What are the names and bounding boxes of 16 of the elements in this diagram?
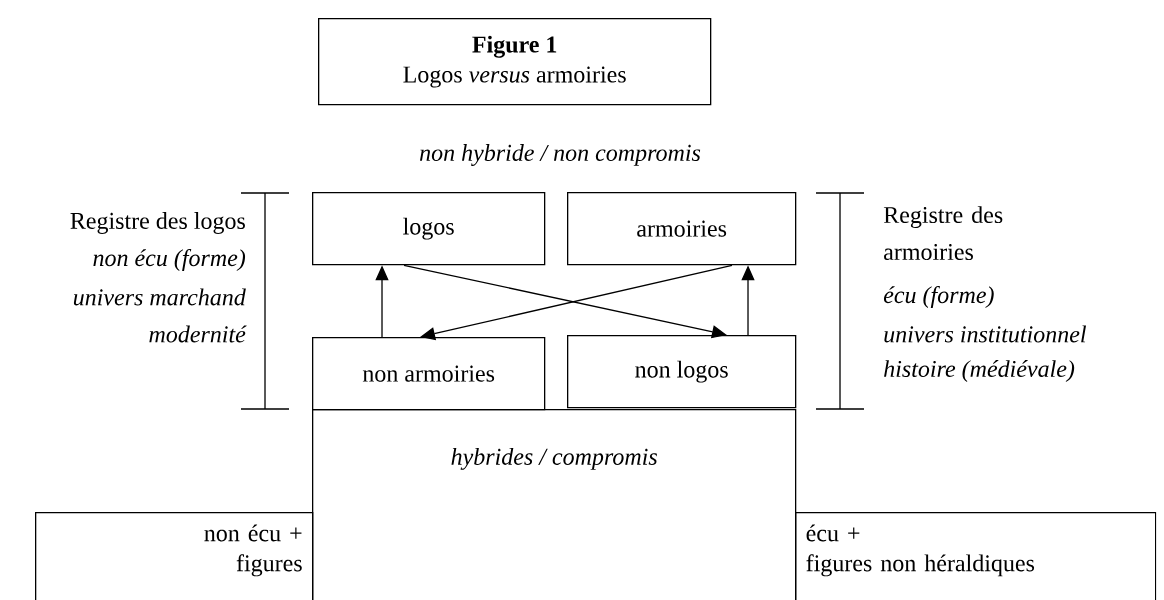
register-text: non écu (forme) bbox=[93, 249, 246, 271]
concept-box: non logos bbox=[567, 335, 797, 409]
category-box: écu + figures non héraldiques bbox=[795, 512, 1157, 600]
category-box: non écu + figures bbox=[35, 512, 314, 600]
register-text: Registre des logos bbox=[70, 212, 245, 234]
region-box: hybrides / compromis bbox=[312, 409, 797, 600]
concept-box: non armoiries bbox=[312, 337, 546, 411]
register-text: univers marchand bbox=[73, 288, 246, 306]
register-text: écu (forme) bbox=[883, 286, 994, 308]
register-text: histoire (médiévale) bbox=[884, 360, 1075, 382]
title-box: Figure 1 Logos versus armoiries bbox=[318, 18, 712, 106]
register-text: non hybride / non compromis bbox=[420, 144, 701, 166]
concept-box: armoiries bbox=[567, 192, 797, 266]
register-text: univers institutionnel bbox=[884, 325, 1086, 343]
concept-box: logos bbox=[312, 192, 546, 266]
register-text: modernité bbox=[149, 325, 247, 343]
